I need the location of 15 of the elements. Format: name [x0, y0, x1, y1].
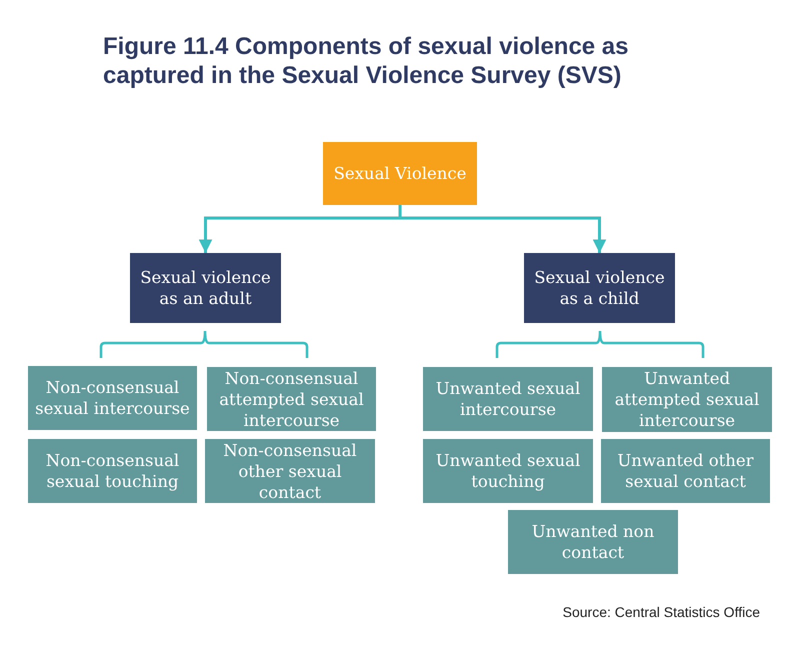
subcategory-box: Unwanted attempted sexual intercourse [602, 367, 772, 432]
subcategory-box: Unwanted other sexual contact [601, 439, 770, 503]
subcategory-box: Non-consensual sexual intercourse [28, 366, 197, 430]
subcategory-box: Non-consensual other sexual contact [205, 439, 375, 503]
figure-title: Figure 11.4 Components of sexual violence as captured in the Sexual Violence Survey (SVS) [103, 32, 630, 90]
root-box: Sexual Violence [323, 142, 477, 205]
subcategory-box: Non-consensual sexual touching [28, 439, 197, 503]
subcategory-box: Non-consensual attempted sexual intercourse [207, 367, 376, 431]
source-note: Source: Central Statistics Office [562, 604, 760, 620]
subcategory-box: Unwanted non contact [508, 510, 678, 574]
category-box: Sexual violence as an adult [130, 253, 281, 323]
arrow [398, 205, 606, 253]
subcategory-box: Unwanted sexual touching [423, 439, 593, 503]
category-box: Sexual violence as a child [524, 253, 675, 323]
subcategory-box: Unwanted sexual intercourse [423, 367, 593, 431]
